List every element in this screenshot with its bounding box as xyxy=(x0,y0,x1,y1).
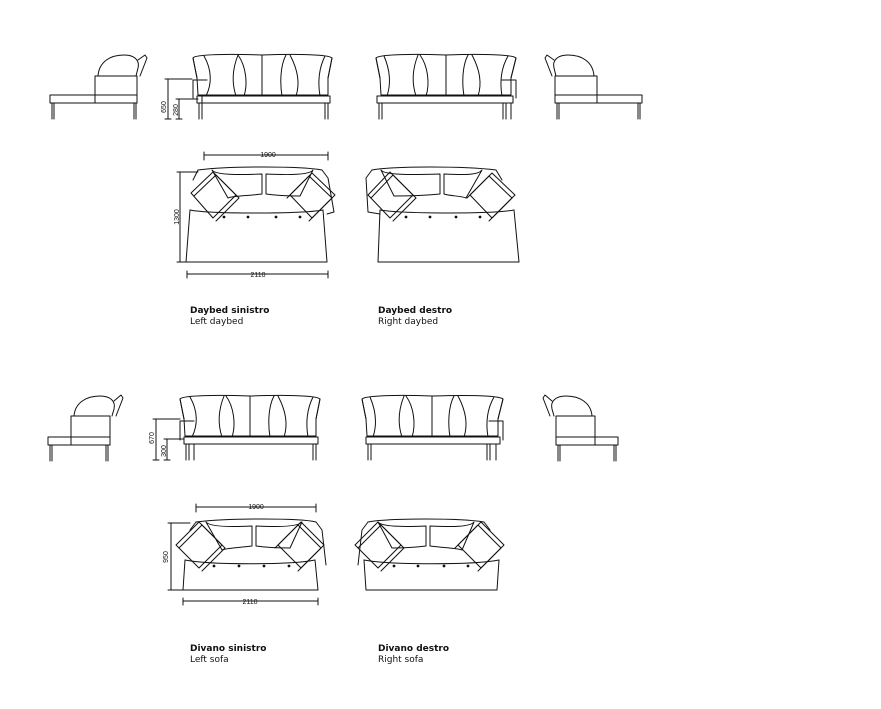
sofa-height-dimensions xyxy=(152,418,185,461)
daybed-right-front-view xyxy=(375,53,517,120)
caption-title-it: Daybed destro xyxy=(378,306,453,316)
sofa-inner-width-label: 1900 xyxy=(248,504,264,511)
caption-title-en: Left daybed xyxy=(190,317,244,327)
sofa-depth-label: 950 xyxy=(163,551,170,563)
sofa-left-side-view xyxy=(47,394,124,462)
caption-right-daybed: Daybed destro Right daybed xyxy=(378,306,452,328)
sofa-left-front-view xyxy=(179,394,321,461)
daybed-right-side-view xyxy=(544,54,643,120)
sofa-plan-dimensions xyxy=(167,503,319,606)
daybed-total-height-label: 650 xyxy=(161,101,168,113)
daybed-plan-dimensions xyxy=(176,151,329,279)
caption-title-en: Left sofa xyxy=(190,655,229,665)
daybed-inner-width-label: 1900 xyxy=(260,152,276,159)
caption-title-en: Right sofa xyxy=(378,655,424,665)
caption-title-it: Divano destro xyxy=(378,644,450,654)
sofa-seat-height-label: 300 xyxy=(161,445,168,457)
caption-right-sofa: Divano destro Right sofa xyxy=(378,644,449,666)
daybed-left-front-view xyxy=(192,53,333,120)
sofa-total-width-label: 2110 xyxy=(242,599,257,606)
caption-left-sofa: Divano sinistro Left sofa xyxy=(190,644,266,666)
sofa-right-plan-view xyxy=(354,518,505,591)
daybed-left-plan-view xyxy=(185,166,336,263)
caption-left-daybed: Daybed sinistro Left daybed xyxy=(190,306,269,328)
caption-title-it: Divano sinistro xyxy=(190,644,267,654)
sofa-left-plan-view xyxy=(175,518,327,591)
caption-title-it: Daybed sinistro xyxy=(190,306,270,316)
daybed-height-dimensions xyxy=(164,78,199,120)
sofa-right-front-view xyxy=(361,394,504,461)
daybed-depth-label: 1300 xyxy=(174,209,181,225)
daybed-right-plan-view xyxy=(365,166,520,263)
daybed-total-width-label: 2110 xyxy=(250,272,265,279)
caption-title-en: Right daybed xyxy=(378,317,439,327)
daybed-seat-height-label: 280 xyxy=(173,104,180,116)
sofa-right-side-view xyxy=(542,394,619,462)
daybed-left-side-view xyxy=(49,54,148,120)
sofa-total-height-label: 670 xyxy=(149,432,156,444)
